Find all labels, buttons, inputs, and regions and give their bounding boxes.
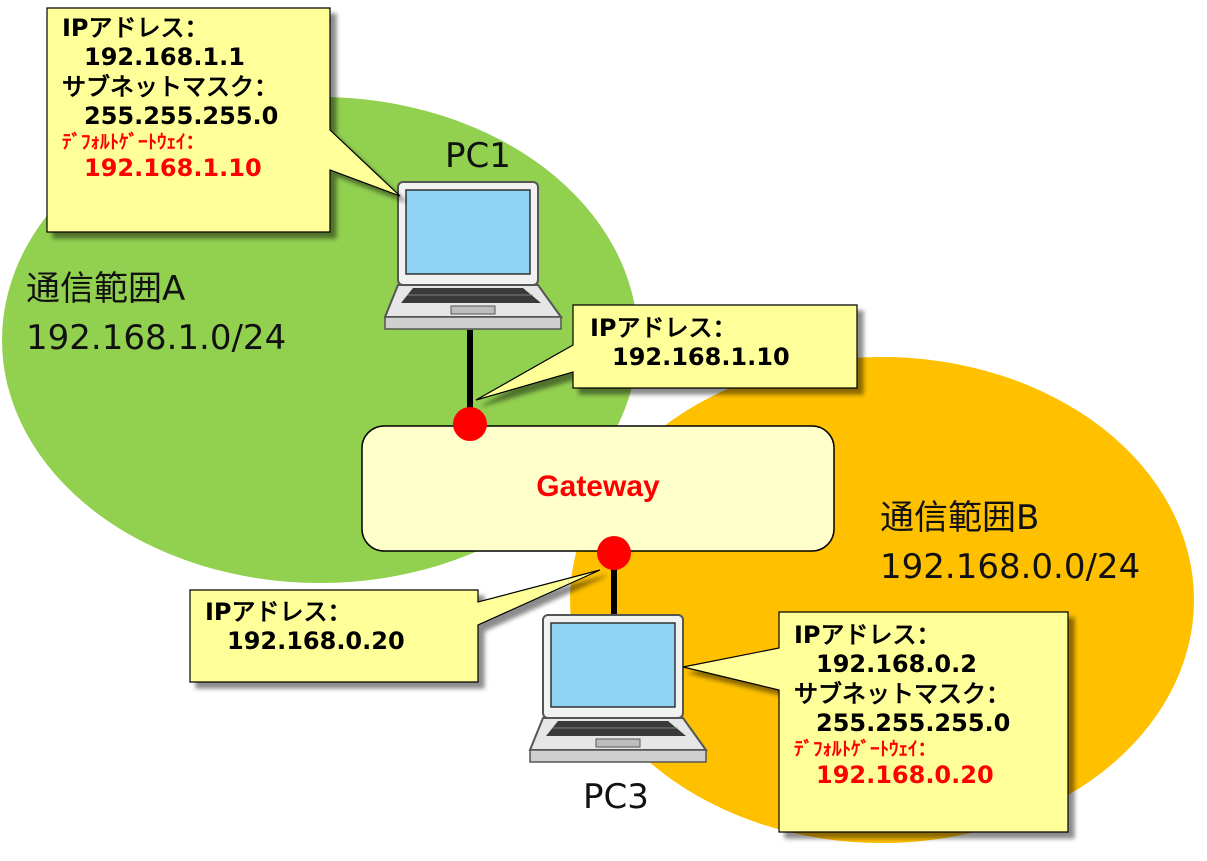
- gw-a-ip-label: IPアドレス：: [590, 314, 737, 342]
- callout-gw-a-bubble: [475, 304, 858, 401]
- gateway-label: Gateway: [536, 470, 660, 503]
- pc1-label: PC1: [445, 136, 511, 176]
- callout-pc1: IPアドレス： 192.168.1.1 サブネットマスク： 255.255.25…: [62, 14, 278, 184]
- gateway-port-b: [597, 536, 631, 570]
- laptop-pc1-icon: [383, 181, 563, 330]
- pc1-ip-label: IPアドレス：: [62, 14, 209, 42]
- gw-b-ip-value: 192.168.0.20: [227, 627, 405, 656]
- pc3-ip-label: IPアドレス：: [794, 621, 941, 649]
- callout-pc1-bubble: [46, 7, 401, 233]
- pc1-mask-value: 255.255.255.0: [84, 101, 279, 130]
- zone-b-name: 通信範囲B: [880, 498, 1040, 538]
- zone-a-network: 192.168.1.0/24: [26, 317, 287, 358]
- pc1-ip-value: 192.168.1.1: [84, 43, 245, 72]
- gateway-port-a: [453, 407, 487, 441]
- pc3-label: PC3: [583, 777, 649, 817]
- pc1-mask-label: サブネットマスク：: [62, 72, 278, 101]
- pc1-gw-value: 192.168.1.10: [84, 154, 262, 183]
- laptop-pc3-icon: [528, 614, 708, 763]
- pc3-mask-value: 255.255.255.0: [816, 708, 1011, 737]
- zone-a-name: 通信範囲A: [26, 269, 186, 309]
- pc3-mask-label: サブネットマスク：: [794, 679, 1010, 708]
- callout-pc3: IPアドレス： 192.168.0.2 サブネットマスク： 255.255.25…: [794, 621, 1010, 791]
- callout-gw-b: IPアドレス： 192.168.0.20: [205, 598, 405, 657]
- callout-pc3-bubble: [682, 611, 1069, 833]
- callout-gw-a: IPアドレス： 192.168.1.10: [590, 314, 790, 373]
- pc1-gw-label: ﾃﾞﾌｫﾙﾄｹﾞｰﾄｳｪｲ：: [62, 131, 205, 154]
- zone-a-label: 通信範囲A 192.168.1.0/24: [26, 268, 286, 359]
- zone-b-network: 192.168.0.0/24: [880, 546, 1141, 587]
- pc3-gw-value: 192.168.0.20: [816, 761, 994, 790]
- pc3-ip-value: 192.168.0.2: [816, 650, 977, 679]
- pc3-gw-label: ﾃﾞﾌｫﾙﾄｹﾞｰﾄｳｪｲ：: [794, 738, 937, 761]
- zone-b-label: 通信範囲B 192.168.0.0/24: [880, 497, 1140, 588]
- gw-b-ip-label: IPアドレス：: [205, 598, 352, 626]
- gw-a-ip-value: 192.168.1.10: [612, 343, 790, 372]
- callout-gw-b-bubble: [189, 569, 601, 683]
